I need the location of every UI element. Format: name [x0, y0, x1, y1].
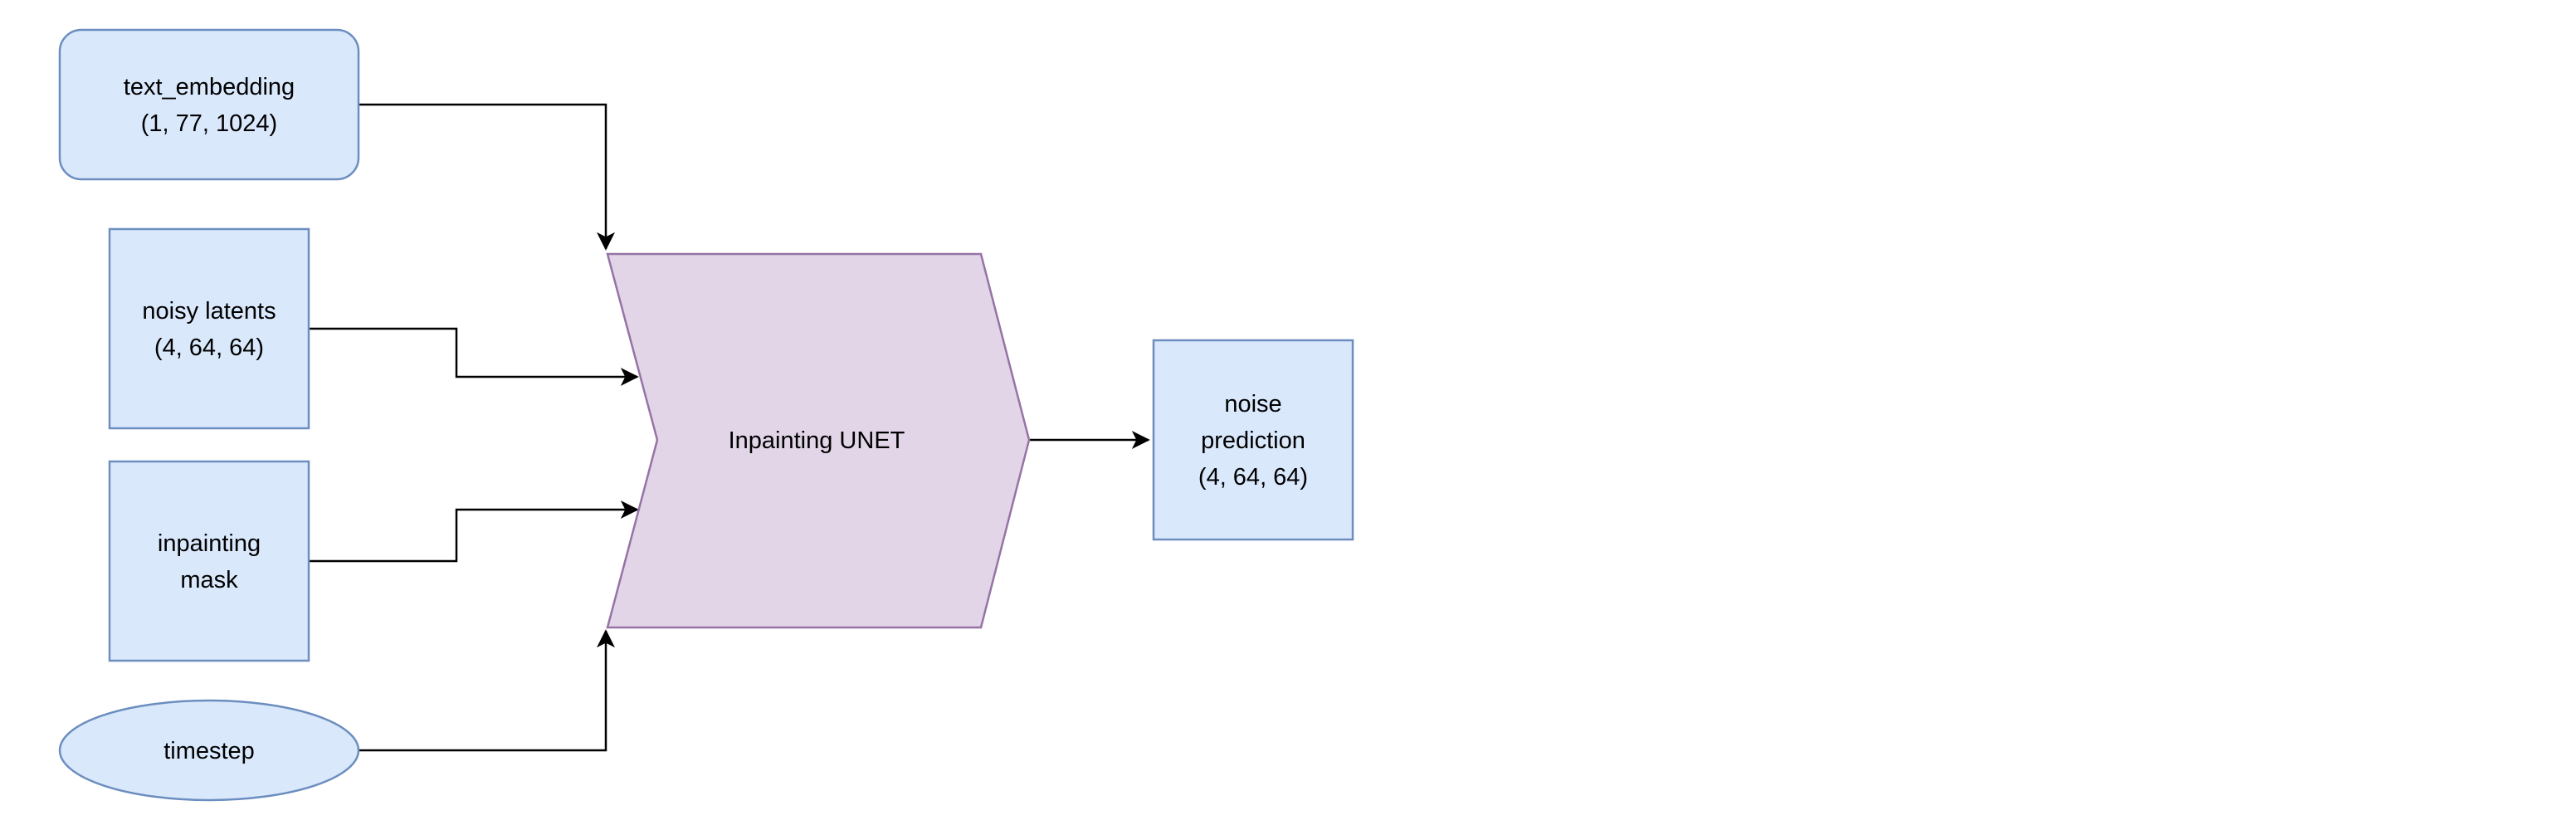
- edge-timestep-to-unet: [359, 629, 615, 752]
- node-inpainting-mask: inpainting mask: [108, 460, 310, 662]
- edge-inpainting-mask-to-unet: [309, 500, 639, 563]
- edge-noisy-latents-to-unet: [309, 327, 639, 386]
- node-text-embedding: text_embedding (1, 77, 1024): [58, 28, 360, 181]
- node-noise-prediction: noise prediction (4, 64, 64): [1152, 339, 1354, 541]
- text-embedding-shape-label: (1, 77, 1024): [141, 110, 277, 137]
- noise-prediction-label-line1: noise: [1224, 391, 1281, 417]
- noise-prediction-label-line2: prediction: [1201, 427, 1305, 454]
- noisy-latents-shape-label: (4, 64, 64): [154, 334, 264, 361]
- node-unet: Inpainting UNET: [606, 252, 1031, 629]
- node-noisy-latents: noisy latents (4, 64, 64): [108, 227, 310, 430]
- unet-label: Inpainting UNET: [729, 427, 905, 454]
- edges: [309, 103, 1150, 752]
- edge-text-embedding-to-unet: [359, 103, 615, 251]
- noisy-latents-label: noisy latents: [142, 298, 276, 325]
- node-timestep: timestep: [58, 699, 360, 802]
- text-embedding-label: text_embedding: [124, 74, 295, 100]
- inpainting-mask-label-line1: inpainting: [158, 530, 261, 557]
- timestep-label: timestep: [163, 738, 255, 764]
- inpainting-mask-label-line2: mask: [180, 567, 238, 593]
- noise-prediction-shape-label: (4, 64, 64): [1198, 464, 1308, 491]
